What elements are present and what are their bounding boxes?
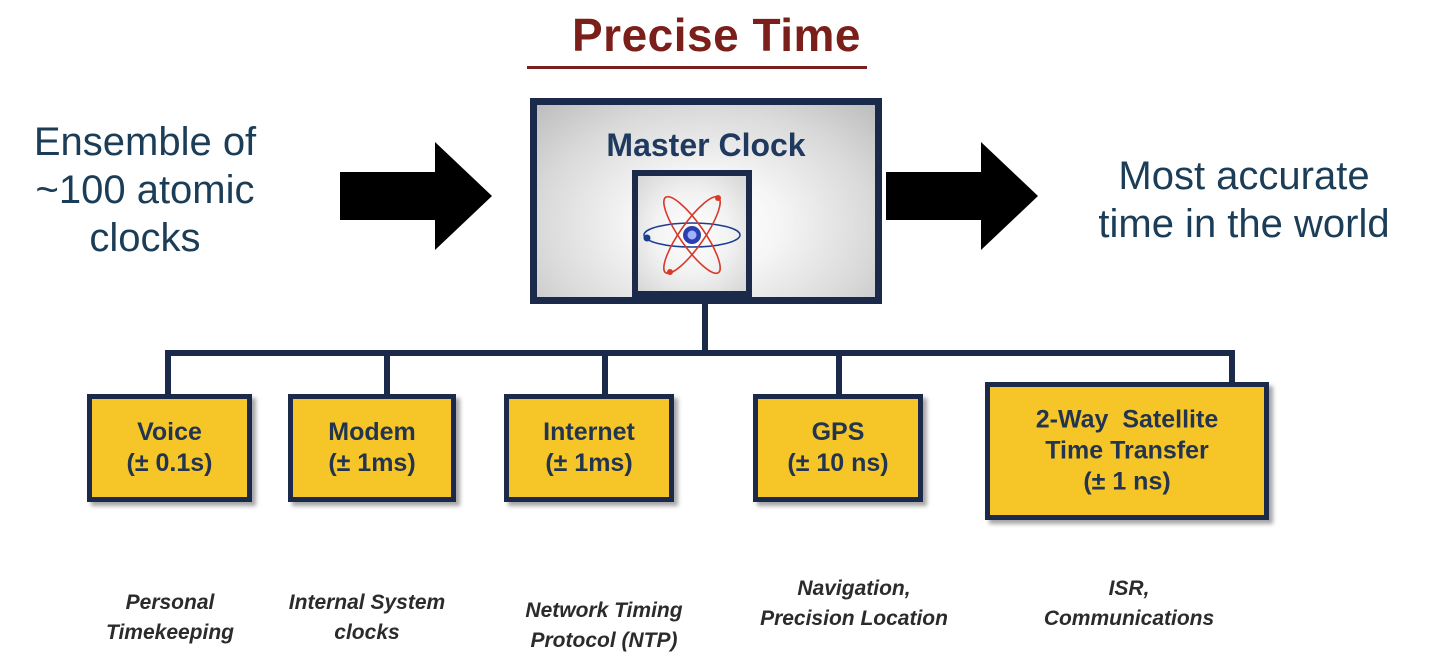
application-satellite: ISR, Communications: [1020, 574, 1238, 634]
method-box-voice: Voice (± 0.1s): [87, 394, 252, 502]
output-arrow-icon: [886, 142, 1038, 250]
source-description: Ensemble of ~100 atomic clocks: [0, 118, 290, 262]
application-line-1: Personal: [125, 591, 215, 614]
method-box-gps: GPS (± 10 ns): [753, 394, 923, 502]
application-voice: Personal Timekeeping: [85, 588, 255, 648]
method-label: Internet: [543, 418, 635, 446]
branch-connector-modem: [384, 350, 390, 395]
application-line-1: ISR,: [1108, 577, 1150, 600]
source-line-2: ~100 atomic: [35, 168, 255, 212]
method-label: Modem: [328, 418, 416, 446]
application-line-2: Timekeeping: [106, 621, 234, 644]
method-precision: (± 10 ns): [787, 449, 889, 477]
branch-connector-internet: [602, 350, 608, 395]
application-gps: Navigation, Precision Location: [730, 574, 978, 634]
method-box-internet: Internet (± 1ms): [504, 394, 674, 502]
method-label-line-1: 2-Way Satellite: [1035, 405, 1219, 434]
input-arrow-icon: [340, 142, 492, 250]
trunk-connector: [702, 304, 708, 354]
method-precision: (± 1 ns): [1083, 467, 1171, 496]
method-box-satellite: 2-Way Satellite Time Transfer (± 1 ns): [985, 382, 1269, 520]
master-clock-label: Master Clock: [606, 127, 806, 163]
atom-frame: [632, 170, 752, 297]
branch-connector-gps: [836, 350, 842, 395]
method-box-modem: Modem (± 1ms): [288, 394, 456, 502]
branch-connector-voice: [165, 350, 171, 395]
atom-icon: [643, 195, 741, 275]
title-underline: [527, 66, 867, 69]
application-modem: Internal System clocks: [258, 588, 476, 648]
result-description: Most accurate time in the world: [1064, 152, 1424, 248]
result-line-2: time in the world: [1098, 202, 1390, 246]
source-line-1: Ensemble of: [33, 120, 257, 164]
bus-connector: [165, 350, 1235, 356]
method-precision: (± 1ms): [545, 449, 633, 477]
master-clock-box: Master Clock: [530, 98, 882, 304]
application-line-1: Internal System: [288, 591, 446, 614]
application-line-1: Navigation,: [797, 577, 911, 600]
result-line-1: Most accurate: [1118, 154, 1370, 198]
application-line-2: Precision Location: [760, 607, 948, 630]
method-label: GPS: [811, 418, 865, 446]
source-line-3: clocks: [89, 216, 201, 260]
method-precision: (± 0.1s): [126, 449, 213, 477]
method-precision: (± 1ms): [328, 449, 416, 477]
application-line-2: clocks: [334, 621, 400, 644]
application-line-2: Protocol (NTP): [530, 629, 678, 652]
application-line-2: Communications: [1043, 607, 1215, 630]
application-line-1: Network Timing: [525, 599, 683, 622]
diagram-title: Precise Time: [571, 9, 861, 61]
branch-connector-satellite: [1229, 350, 1235, 385]
method-label: Voice: [137, 418, 202, 446]
method-label-line-2: Time Transfer: [1045, 436, 1209, 465]
application-internet: Network Timing Protocol (NTP): [495, 596, 713, 656]
